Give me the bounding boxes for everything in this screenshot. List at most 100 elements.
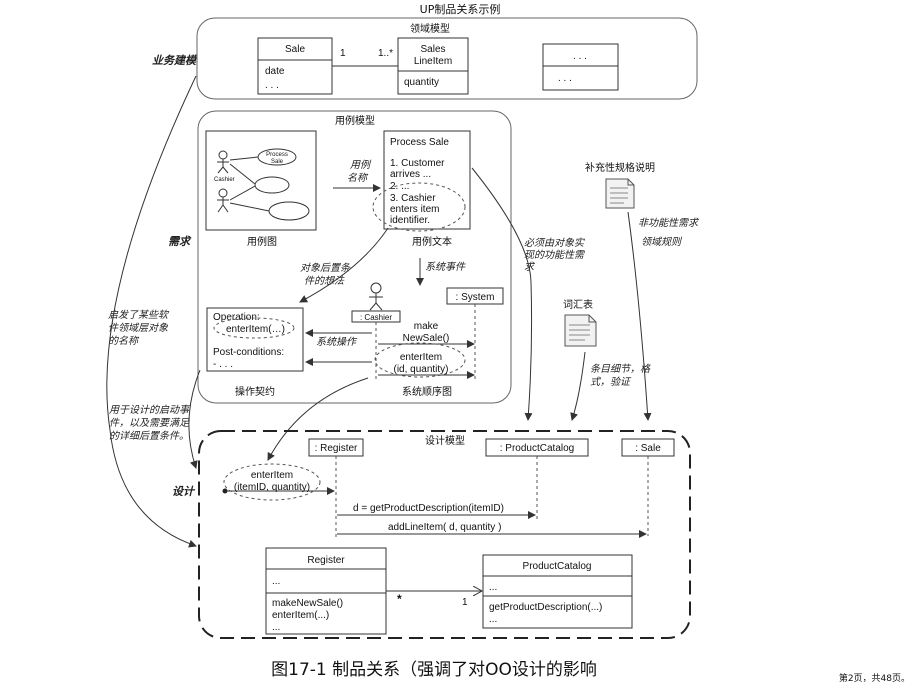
svg-text:件的想法: 件的想法 (304, 275, 345, 287)
svg-text:Process: Process (266, 152, 288, 158)
sale-attr-more: . . . (265, 80, 279, 91)
svg-text:用于设计的启动事: 用于设计的启动事 (109, 404, 191, 416)
svg-text:(itemID, quantity): (itemID, quantity) (234, 482, 310, 493)
svg-text:3. Cashier: 3. Cashier (390, 193, 436, 204)
mult-one: 1 (340, 48, 346, 59)
svg-text:件，以及需要满足: 件，以及需要满足 (109, 417, 190, 429)
svg-text:...: ... (272, 622, 280, 633)
usecase-model-title: 用例模型 (335, 114, 375, 127)
svg-text:领域规则: 领域规则 (641, 236, 683, 248)
actor-icon (369, 282, 383, 311)
productcatalog-class: ProductCatalog ... getProductDescription… (482, 554, 633, 629)
svg-text:. . .: . . . (573, 51, 587, 62)
svg-text:系统操作: 系统操作 (316, 336, 358, 348)
svg-text:...: ... (272, 576, 280, 587)
svg-text:非功能性需求: 非功能性需求 (638, 217, 700, 229)
svg-text:make: make (414, 321, 439, 332)
svg-text:Cashier: Cashier (214, 177, 235, 183)
domain-to-design-arrow (106, 75, 197, 548)
enteritem-callout (223, 463, 321, 501)
msg-get-description: d = getProductDescription(itemID) (353, 503, 504, 514)
productcatalog-lifeline: : ProductCatalog (485, 438, 589, 520)
lineitem-attr-quantity: quantity (404, 77, 439, 88)
svg-text:...: ... (489, 614, 497, 625)
svg-text:件领域层对象: 件领域层对象 (108, 322, 169, 334)
svg-text:: Register: : Register (315, 443, 358, 454)
svg-text:条目细节，格: 条目细节，格 (590, 363, 651, 375)
actor-icon (217, 188, 229, 213)
usecase-text-doc: Process Sale 1. Customer arrives ... 2. … (372, 130, 471, 232)
svg-text:Register: Register (307, 555, 345, 566)
document-icon (564, 314, 597, 347)
svg-text:Process Sale: Process Sale (390, 137, 449, 148)
svg-text:Operation:: Operation: (213, 312, 260, 323)
svg-text:式，验证: 式，验证 (590, 376, 632, 388)
found-message-dot (222, 488, 228, 494)
svg-text:enters item: enters item (390, 204, 439, 215)
ssd-to-design-arrow (267, 377, 369, 461)
svg-text:enterItem: enterItem (400, 352, 442, 363)
ssd-caption: 系统顺序图 (402, 385, 452, 398)
glossary-title: 词汇表 (563, 298, 593, 311)
svg-text:ProductCatalog: ProductCatalog (523, 561, 592, 572)
contract-to-design-arrow (188, 369, 201, 469)
svg-text:系统事件: 系统事件 (425, 261, 466, 273)
sale-attr-date: date (265, 66, 285, 77)
sale-lifeline: : Sale (621, 438, 675, 536)
svg-text:2. ...: 2. ... (390, 181, 409, 192)
operation-contract: Operation: enterItem(…) Post-conditions:… (206, 307, 304, 372)
register-lifeline: : Register (308, 438, 364, 537)
svg-text:. . .: . . . (558, 73, 572, 84)
svg-text:对象后置条: 对象后置条 (300, 262, 351, 274)
svg-text:(id, quantity): (id, quantity) (393, 364, 448, 375)
svg-text:启发了某些软: 启发了某些软 (108, 309, 170, 321)
svg-text:: System: : System (456, 292, 495, 303)
supplementary-to-design-arrow (627, 211, 652, 421)
svg-text:enterItem: enterItem (251, 470, 293, 481)
usecase-diagram: Cashier Process Sale (205, 130, 317, 231)
design-model-panel (198, 430, 691, 639)
svg-text:enterItem(...): enterItem(...) (272, 610, 329, 621)
usecase-diagram-caption: 用例图 (247, 235, 277, 248)
label-design: 设计 (172, 485, 196, 498)
glossary-to-design-arrow (570, 351, 586, 421)
sales-lineitem-class: Sales LineItem quantity (397, 37, 469, 95)
svg-text:enterItem(…): enterItem(…) (226, 324, 285, 335)
svg-text:arrives ...: arrives ... (390, 169, 431, 180)
actor-icon (217, 150, 229, 174)
document-icon (605, 178, 635, 209)
svg-text:makeNewSale(): makeNewSale() (272, 598, 343, 609)
register-class: Register ... makeNewSale() enterItem(...… (265, 547, 387, 635)
domain-model-title: 领域模型 (410, 22, 450, 35)
svg-text:1. Customer: 1. Customer (390, 158, 445, 169)
svg-text:名称: 名称 (347, 172, 369, 184)
svg-text:Post-conditions:: Post-conditions: (213, 347, 284, 358)
sale-class: Sale date . . . (257, 37, 333, 95)
postcondition-arrow (299, 227, 389, 303)
label-requirements: 需求 (168, 235, 192, 248)
svg-text:的名称: 的名称 (108, 335, 140, 347)
svg-text:getProductDescription(...): getProductDescription(...) (489, 602, 602, 613)
svg-text:identifier.: identifier. (390, 215, 430, 226)
other-class: . . . . . . (542, 43, 619, 91)
lineitem-name-2: LineItem (414, 56, 452, 67)
usecase-to-design-arrow (471, 167, 533, 421)
page-number: 第2页，共48页。 (839, 672, 910, 684)
label-business-modeling: 业务建模 (152, 54, 198, 67)
svg-text:现的功能性需: 现的功能性需 (524, 249, 585, 261)
contract-caption: 操作契约 (235, 385, 275, 398)
lineitem-name-1: Sales (420, 44, 445, 55)
svg-text:: ProductCatalog: : ProductCatalog (500, 443, 575, 454)
figure-caption: 图17-1 制品关系（强调了对OO设计的影响 (271, 660, 597, 680)
supplementary-title: 补充性规格说明 (585, 161, 655, 174)
svg-text:1: 1 (462, 597, 468, 608)
page-title: UP制品关系示例 (420, 2, 501, 16)
svg-text:: Cashier: : Cashier (360, 313, 392, 322)
svg-text:用例: 用例 (350, 159, 372, 171)
svg-text:的详细后置条件。: 的详细后置条件。 (109, 430, 189, 442)
svg-text:NewSale(): NewSale() (403, 333, 450, 344)
msg-add-lineitem: addLineItem( d, quantity ) (388, 522, 501, 533)
usecase-text-caption: 用例文本 (412, 235, 452, 248)
svg-text:- . . .: - . . . (213, 359, 233, 370)
